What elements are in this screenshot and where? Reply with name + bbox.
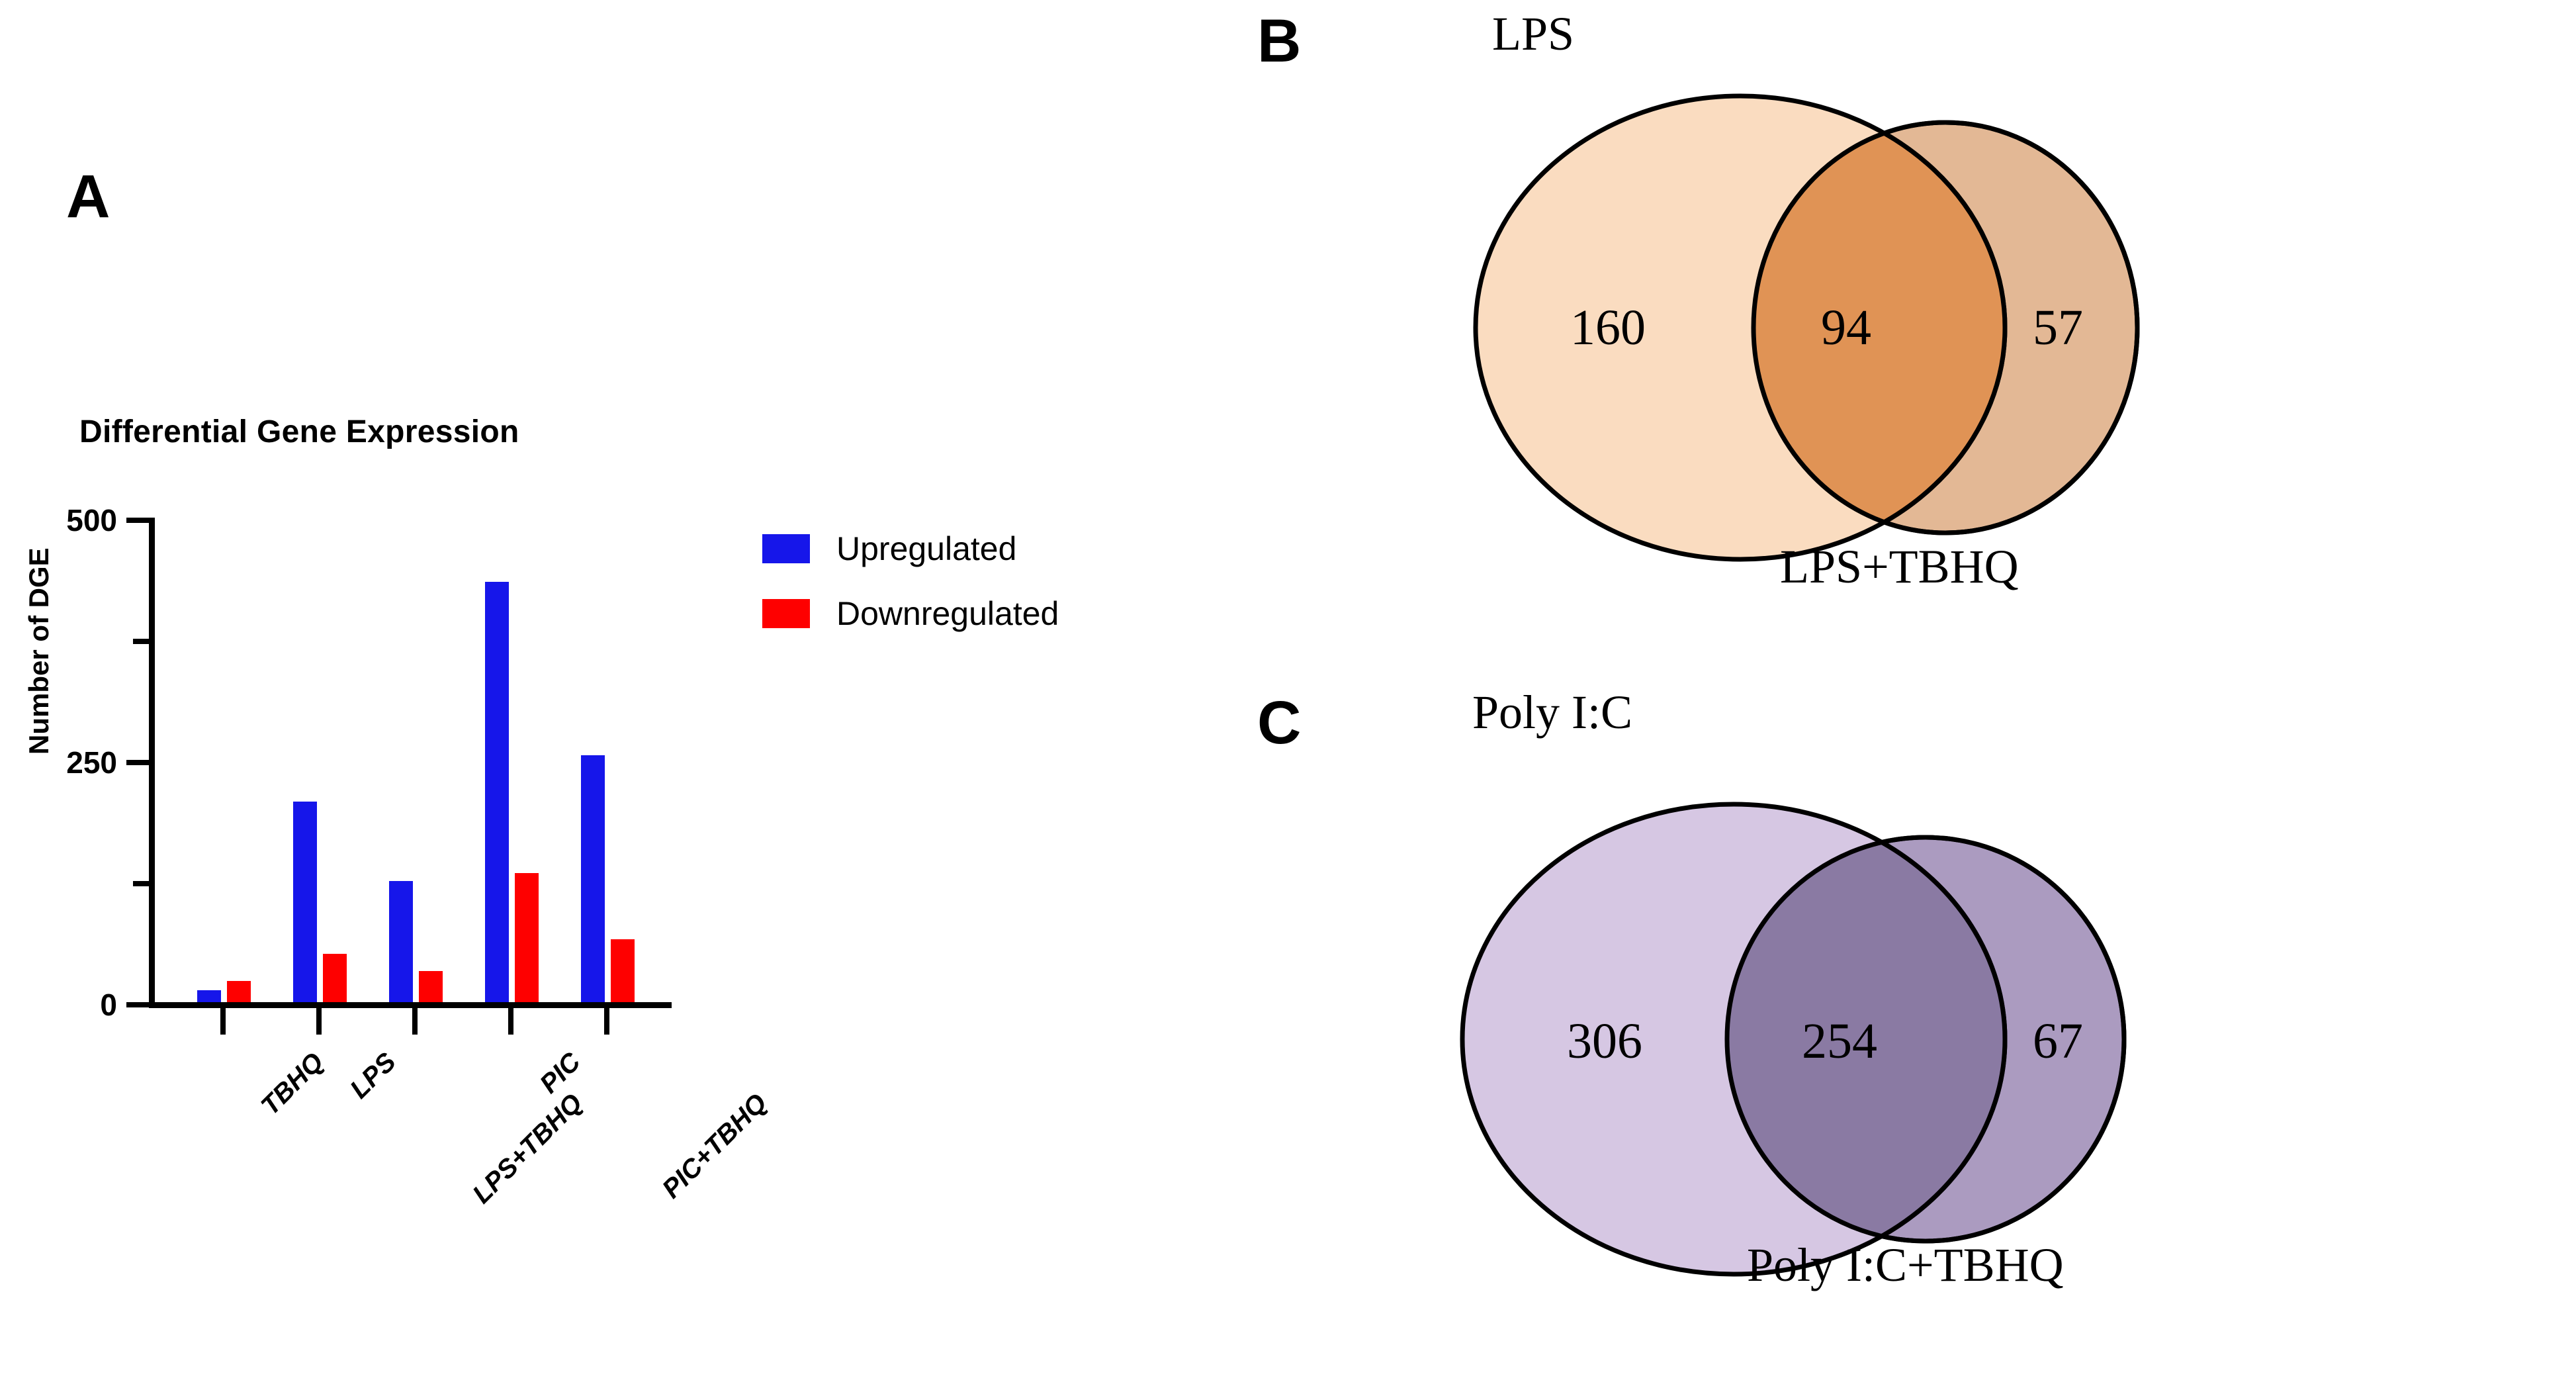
venn-b-left-count: 160 <box>1570 300 1646 355</box>
y-tick-125 <box>133 881 149 886</box>
x-label-tbhq: TBHQ <box>255 1047 330 1121</box>
venn-diagram-c: Poly I:C Poly I:C+TBHQ 306 254 67 <box>1423 686 2270 1304</box>
bar-down-tbhq <box>227 981 251 1002</box>
venn-b-overlap <box>1754 122 2008 533</box>
x-tick-3 <box>508 1008 513 1035</box>
y-tick-label-0: 0 <box>100 988 117 1022</box>
bar-down-lps-tbhq <box>419 971 443 1002</box>
y-tick-label-250: 250 <box>66 745 117 780</box>
venn-b-intersection-count: 94 <box>1821 300 1871 355</box>
venn-c-intersection-count: 254 <box>1802 1013 1877 1069</box>
legend-swatch-upregulated <box>762 534 810 563</box>
venn-b-left-title: LPS <box>1492 7 1575 60</box>
bar-up-tbhq <box>197 990 221 1002</box>
legend-swatch-downregulated <box>762 599 810 628</box>
chart-legend: Upregulated Downregulated <box>762 530 1059 659</box>
panel-label-b: B <box>1257 7 1302 75</box>
venn-b-svg: 160 94 57 <box>1473 93 2140 562</box>
y-axis-title: Number of DGE <box>23 547 54 755</box>
bar-up-lps <box>293 802 317 1002</box>
x-label-pic-tbhq: PIC+TBHQ <box>656 1088 773 1204</box>
x-label-pic: PIC <box>534 1047 586 1099</box>
x-tick-2 <box>412 1008 418 1035</box>
bar-down-pic <box>515 873 539 1002</box>
bar-down-pic-tbhq <box>611 939 635 1002</box>
x-axis-line <box>149 1002 672 1008</box>
venn-b-right-title: LPS+TBHQ <box>1780 540 2019 593</box>
venn-c-right-title: Poly I:C+TBHQ <box>1747 1238 2064 1291</box>
panel-label-a: A <box>66 163 111 230</box>
venn-diagram-b: LPS LPS+TBHQ 160 94 57 <box>1423 7 2270 593</box>
panel-a-bar-chart: A Differential Gene Expression Number of… <box>0 0 1224 1394</box>
bar-down-lps <box>323 954 347 1002</box>
venn-c-right-count: 67 <box>2033 1013 2083 1069</box>
x-tick-0 <box>220 1008 226 1035</box>
venn-c-overlap <box>1727 837 2008 1241</box>
x-tick-1 <box>316 1008 322 1035</box>
y-tick-250 <box>126 760 149 765</box>
panel-label-c: C <box>1257 689 1302 757</box>
venn-c-ellipse-right-outline <box>1724 835 2127 1244</box>
venn-b-ellipse-right-outline <box>1751 120 2140 535</box>
bar-up-lps-tbhq <box>389 881 413 1002</box>
x-tick-4 <box>604 1008 609 1035</box>
legend-item-downregulated: Downregulated <box>762 594 1059 633</box>
legend-label-downregulated: Downregulated <box>836 595 1059 632</box>
y-tick-375 <box>133 639 149 644</box>
chart-title: Differential Gene Expression <box>79 414 519 449</box>
y-axis-line <box>149 518 155 1002</box>
y-tick-500 <box>126 518 149 523</box>
venn-c-left-count: 306 <box>1567 1013 1642 1069</box>
y-tick-label-500: 500 <box>66 503 117 537</box>
x-label-lps-tbhq: LPS+TBHQ <box>466 1088 588 1209</box>
venn-c-svg: 306 254 67 <box>1460 802 2127 1277</box>
x-label-lps: LPS <box>344 1047 402 1105</box>
plot-area: 500 250 0 TBHQ LPS LPS+TBHQ PIC PIC+TBHQ <box>66 503 772 1209</box>
venn-b-right-count: 57 <box>2033 300 2083 355</box>
bar-up-pic <box>485 582 509 1002</box>
legend-item-upregulated: Upregulated <box>762 530 1059 568</box>
bar-up-pic-tbhq <box>581 755 605 1002</box>
y-tick-0 <box>126 1002 149 1007</box>
venn-c-left-title: Poly I:C <box>1472 686 1633 739</box>
legend-label-upregulated: Upregulated <box>836 530 1017 567</box>
